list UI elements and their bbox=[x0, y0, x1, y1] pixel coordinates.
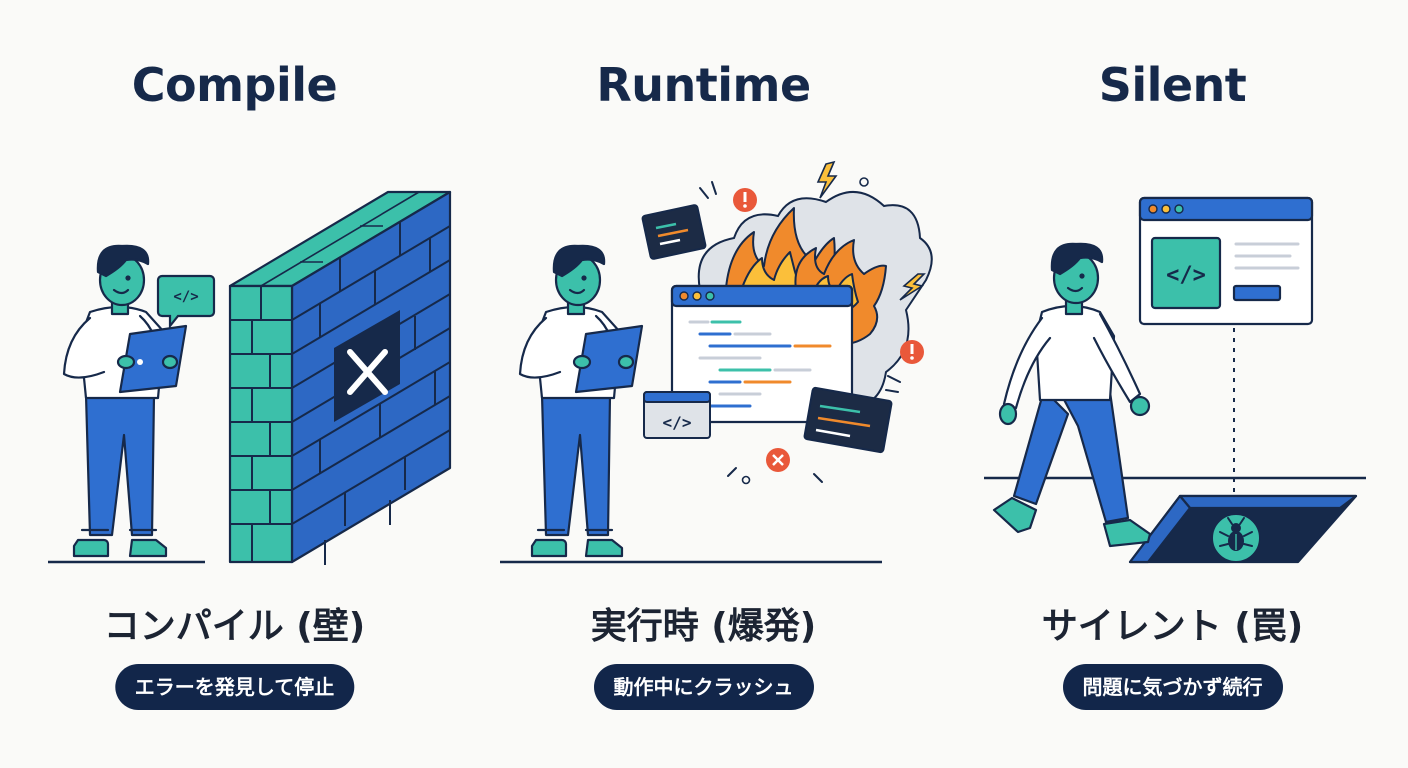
caption-pill: 問題に気づかず続行 bbox=[1062, 664, 1283, 710]
caption-pill: 動作中にクラッシュ bbox=[593, 664, 814, 710]
panel-runtime: Runtime bbox=[469, 0, 938, 768]
code-glyph: </> bbox=[663, 413, 692, 432]
panel-compile: Compile bbox=[0, 0, 469, 768]
code-tag-window: </> bbox=[643, 391, 711, 439]
alert-badge-icon bbox=[733, 188, 757, 212]
code-bubble-icon: </> bbox=[156, 274, 216, 330]
runtime-illustration: </> bbox=[500, 160, 933, 564]
trap-icon bbox=[1128, 494, 1358, 564]
code-window bbox=[670, 284, 854, 424]
panel-title: Compile bbox=[131, 58, 338, 112]
panel-silent: Silent </> bbox=[938, 0, 1407, 768]
caption-pill: エラーを発見して停止 bbox=[114, 664, 355, 710]
developer-figure bbox=[518, 244, 644, 558]
panel-title: Runtime bbox=[596, 58, 811, 112]
window-text-lines bbox=[1234, 242, 1300, 270]
code-glyph: </> bbox=[1166, 263, 1206, 288]
silent-illustration: </> bbox=[984, 196, 1366, 564]
developer-figure bbox=[62, 244, 188, 558]
panel-label: コンパイル (壁) bbox=[103, 606, 366, 647]
error-badge-icon bbox=[766, 448, 790, 472]
code-lines bbox=[688, 320, 832, 408]
error-x-icon bbox=[334, 310, 400, 422]
app-window bbox=[1138, 196, 1314, 326]
bug-icon bbox=[1211, 513, 1261, 563]
dark-code-window bbox=[803, 386, 893, 454]
dark-code-window bbox=[641, 204, 707, 260]
lightning-icon bbox=[899, 273, 926, 301]
burst-marks bbox=[699, 181, 901, 483]
lightning-icon bbox=[816, 160, 838, 199]
code-glyph: </> bbox=[173, 289, 198, 305]
walking-figure bbox=[992, 242, 1152, 548]
panel-label: 実行時 (爆発) bbox=[590, 606, 817, 647]
alert-badge-icon bbox=[900, 340, 924, 364]
compile-illustration: </> bbox=[48, 190, 452, 565]
panel-title: Silent bbox=[1098, 58, 1247, 112]
panel-label: サイレント (罠) bbox=[1041, 606, 1304, 647]
